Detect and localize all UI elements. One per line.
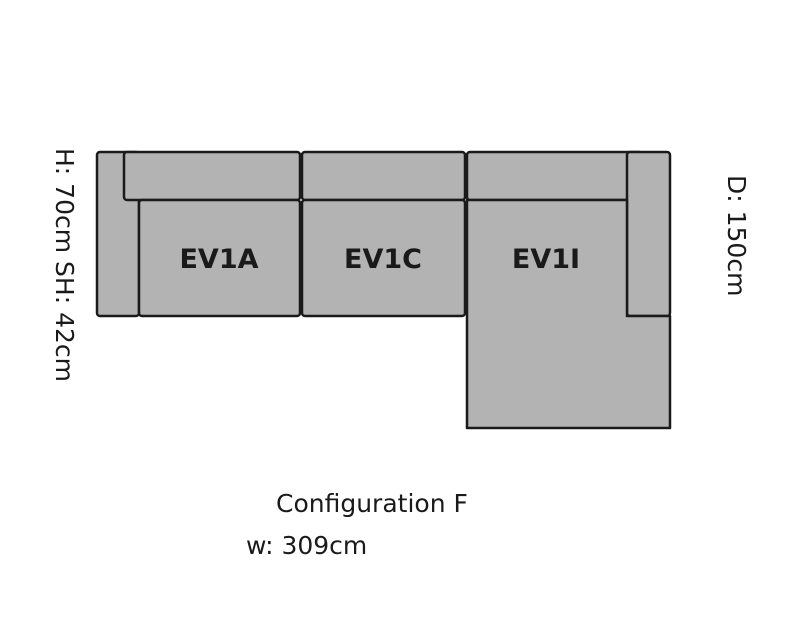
seat-ev1a	[137, 198, 302, 318]
configuration-label: Configuration F	[276, 489, 468, 518]
seat-ev1c	[300, 198, 467, 318]
module-label-ev1a: EV1A	[179, 244, 258, 275]
height-dimension-label: H: 70cm SH: 42cm	[50, 148, 79, 382]
backrest-ev1a	[122, 150, 302, 202]
width-dimension-label: w: 309cm	[246, 531, 367, 560]
module-label-ev1i: EV1I	[512, 244, 580, 275]
depth-dimension-label: D: 150cm	[722, 175, 751, 296]
backrest-ev1i	[465, 150, 644, 202]
right-armrest	[625, 150, 672, 318]
sofa-plan: EV1A EV1C EV1I	[95, 150, 672, 430]
module-label-ev1c: EV1C	[344, 244, 422, 275]
backrest-ev1c	[300, 150, 467, 202]
chaise-ev1i	[465, 198, 672, 430]
